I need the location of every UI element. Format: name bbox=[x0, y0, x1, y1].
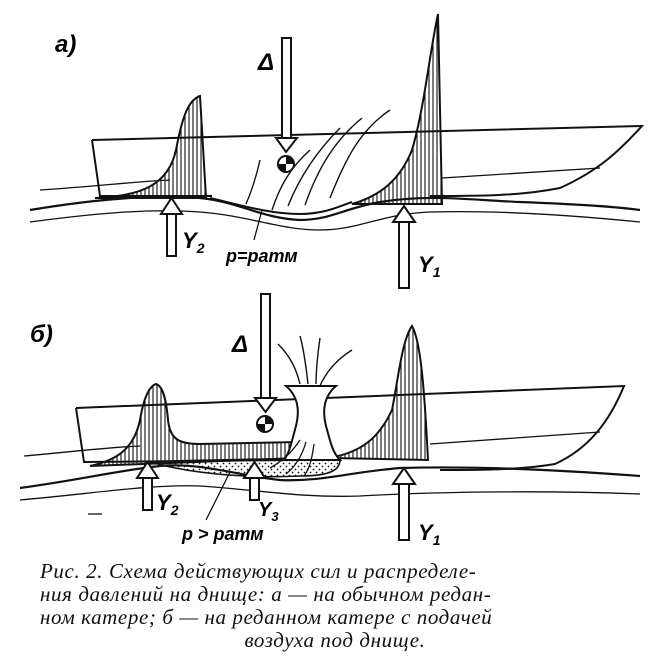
force-diagram: а) Δ bbox=[19, 13, 645, 545]
force-arrow-y1-a bbox=[391, 204, 417, 289]
air-cushion-b bbox=[149, 457, 341, 478]
force-arrow-y1-b bbox=[391, 466, 417, 541]
pressure-peak-stern-b bbox=[89, 382, 301, 467]
pressure-leader-b bbox=[205, 471, 231, 521]
pressure-label-a: p=pатм bbox=[225, 246, 298, 266]
displacement-arrow-a bbox=[274, 37, 300, 154]
hull-b bbox=[75, 384, 626, 471]
pressure-peak-bow-a bbox=[351, 13, 444, 205]
airflow-arrows-a bbox=[245, 109, 391, 211]
panel-a: а) Δ bbox=[29, 13, 645, 289]
figure-caption: Рис. 2. Схема действующих сил и распреде… bbox=[40, 560, 630, 652]
airflow-out-arrows-b bbox=[269, 439, 315, 477]
displacement-arrow-b bbox=[253, 293, 278, 414]
airflow-in-arrows-b bbox=[277, 335, 353, 387]
force-label-y1-b: Y1 bbox=[418, 520, 441, 545]
force-label-y3-b: Y3 bbox=[258, 499, 279, 524]
caption-line-4: воздуха под днище. bbox=[244, 628, 426, 652]
displacement-label-a: Δ bbox=[257, 49, 274, 76]
force-arrow-y2-b bbox=[135, 460, 160, 511]
force-label-y2-b: Y2 bbox=[156, 490, 179, 518]
panel-b: б) Δ bbox=[19, 293, 641, 545]
air-cavity-a bbox=[209, 197, 353, 216]
water-line-a2 bbox=[29, 210, 641, 231]
force-label-y1-a: Y1 bbox=[418, 252, 441, 280]
force-label-y2-a: Y2 bbox=[182, 228, 205, 256]
caption-line-3: ном катере; б — на реданном катере с под… bbox=[40, 605, 493, 629]
force-arrow-y3-b bbox=[242, 460, 267, 501]
hull-a bbox=[91, 124, 645, 197]
panel-a-tag: а) bbox=[55, 31, 76, 58]
panel-b-tag: б) bbox=[30, 321, 53, 348]
caption-line-2: ния давлений на днище: а — на обычном ре… bbox=[40, 582, 492, 606]
pressure-label-b: p > pатм bbox=[181, 524, 264, 544]
pressure-peak-stern-a bbox=[94, 94, 208, 199]
displacement-label-b: Δ bbox=[231, 331, 248, 358]
center-of-gravity-a bbox=[277, 155, 295, 173]
water-line-b2 bbox=[19, 485, 641, 501]
pressure-leader-a bbox=[253, 209, 263, 241]
pressure-peak-bow-b bbox=[329, 324, 430, 462]
caption-line-1: Рис. 2. Схема действующих сил и распреде… bbox=[40, 559, 477, 583]
force-arrow-y2-a bbox=[159, 196, 184, 257]
center-of-gravity-b bbox=[256, 415, 274, 433]
air-nozzle-b bbox=[282, 385, 343, 461]
